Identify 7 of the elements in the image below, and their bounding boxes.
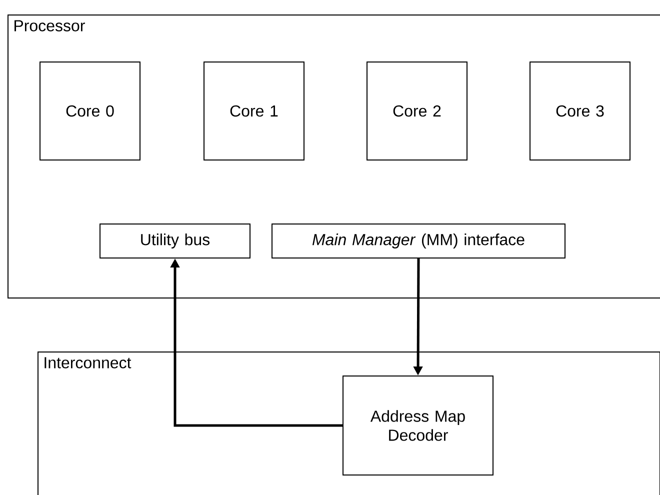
core-box: Core 3 xyxy=(530,62,630,160)
core-box: Core 1 xyxy=(204,62,304,160)
core-box: Core 0 xyxy=(40,62,140,160)
decoder-box: Address Map Decoder xyxy=(342,376,494,476)
core-box: Core 2 xyxy=(366,62,468,160)
interface-box: Main Manager (MM) interface xyxy=(272,224,566,258)
interface-box: Utility bus xyxy=(100,224,250,258)
